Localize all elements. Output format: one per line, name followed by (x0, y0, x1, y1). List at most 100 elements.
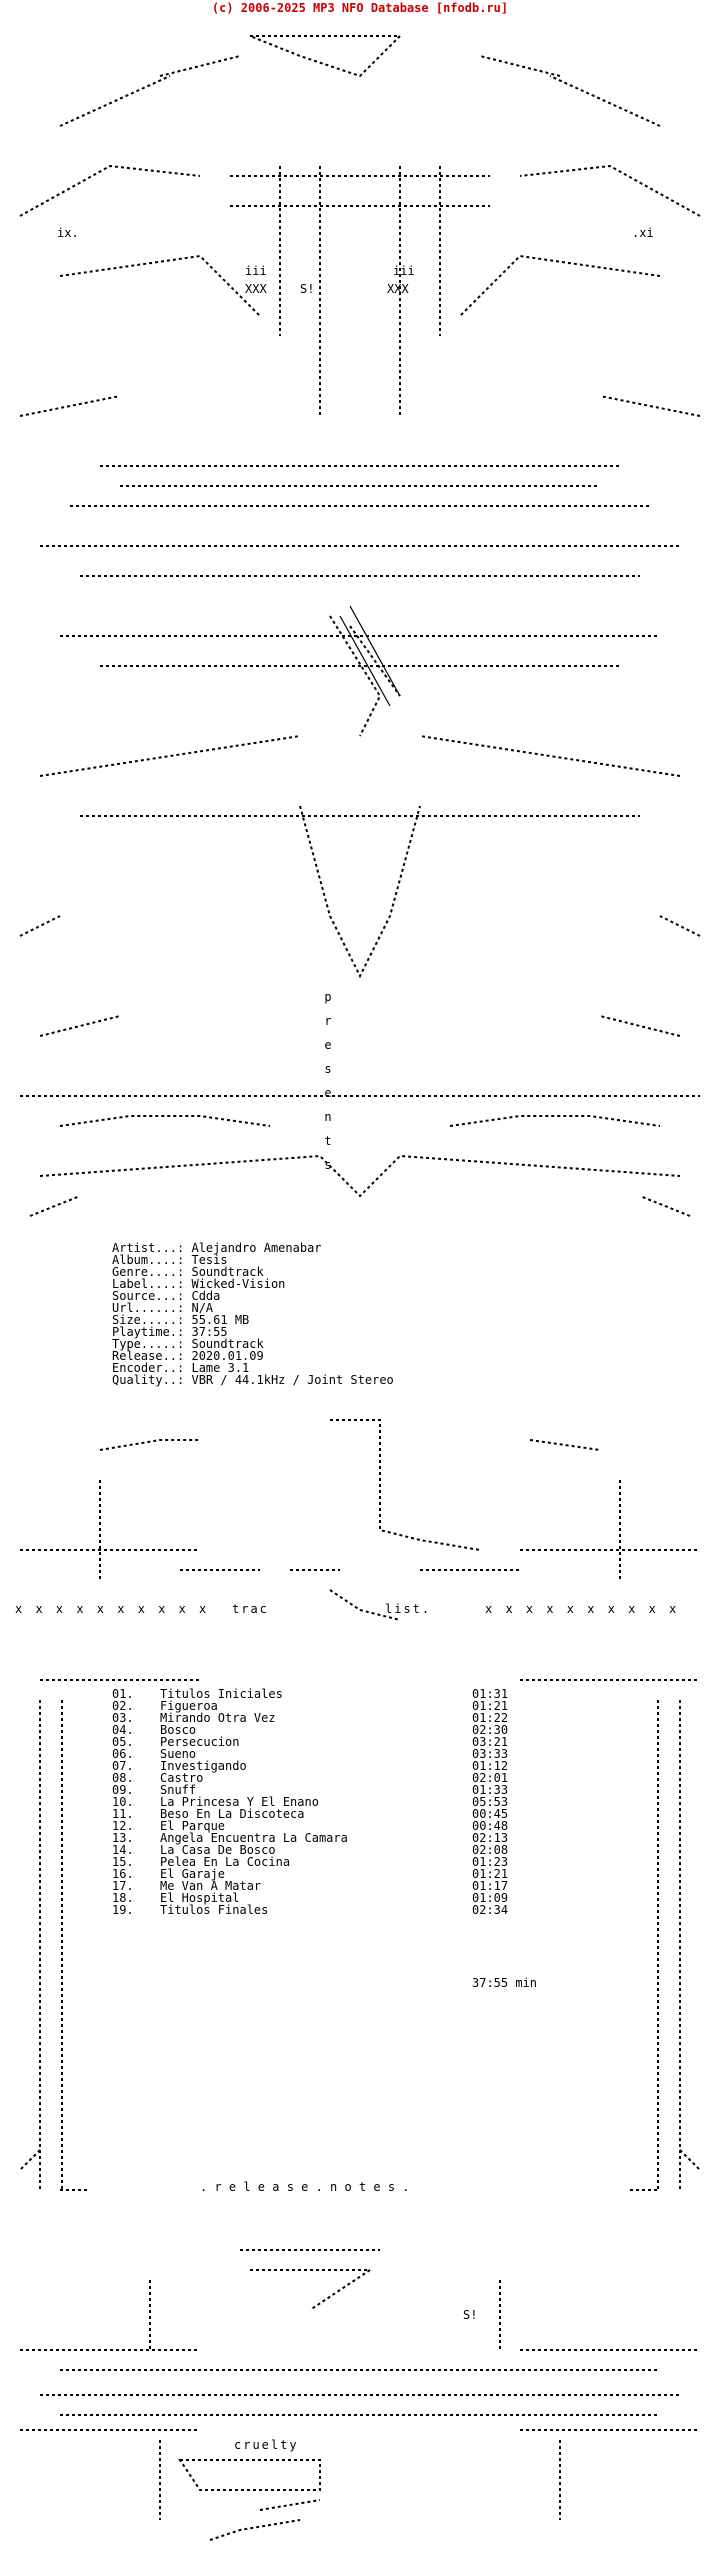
track-duration: 01:21 (472, 1867, 509, 1881)
track-title: Titulos Finales (160, 1903, 269, 1917)
track-title: Bosco (160, 1723, 197, 1737)
info-row: Playtime.: 37:55 (112, 1326, 394, 1338)
track-duration: 00:48 (472, 1819, 509, 1833)
presents-letter: e (324, 1086, 332, 1100)
footer-ascii-logo: S! cruelty (0, 2220, 720, 2556)
track-duration: 03:21 (472, 1735, 509, 1749)
release-info: Artist...: Alejandro Amenabar Album....:… (112, 1242, 394, 1386)
logo-box-right: XXX (387, 282, 409, 296)
track-row: 13. Angela Encuentra La Camara 02:13 (112, 1832, 582, 1844)
info-label: Release..: (112, 1349, 185, 1363)
track-duration: 01:17 (472, 1879, 509, 1893)
presents-letter: p (324, 990, 332, 1004)
info-value: Soundtrack (191, 1265, 264, 1279)
track-duration: 02:13 (472, 1831, 509, 1845)
info-value: Wicked-Vision (191, 1277, 286, 1291)
track-number: 09. (112, 1783, 134, 1797)
info-value: N/A (191, 1301, 214, 1315)
logo-iii-left: iii (245, 264, 267, 278)
track-number: 10. (112, 1795, 134, 1809)
info-value: 2020.01.09 (191, 1349, 264, 1363)
footer-group-name: cruelty (234, 2438, 299, 2452)
tracklist-frame-ascii: x x x x x x x x x x x x x x x x x x x x … (0, 1390, 720, 2210)
track-duration: 01:21 (472, 1699, 509, 1713)
info-value: Lame 3.1 (191, 1361, 250, 1375)
track-number: 04. (112, 1723, 134, 1737)
track-title: El Parque (160, 1819, 226, 1833)
track-duration: 05:53 (472, 1795, 509, 1809)
track-duration: 03:33 (472, 1747, 509, 1761)
info-row: Album....: Tesis (112, 1254, 394, 1266)
track-duration: 01:23 (472, 1855, 509, 1869)
top-ascii-logo: ix. .xi S! XXX XXX iii iii (0, 16, 720, 1236)
track-title: Pelea En La Cocina (160, 1855, 291, 1869)
track-duration: 01:31 (472, 1687, 509, 1701)
track-number: 19. (112, 1903, 134, 1917)
presents-vertical: p r e s e n t s (321, 985, 335, 1177)
track-title: Mirando Otra Vez (160, 1711, 276, 1725)
info-row: Genre....: Soundtrack (112, 1266, 394, 1278)
info-value: Soundtrack (191, 1337, 264, 1351)
track-number: 13. (112, 1831, 134, 1845)
info-label: Album....: (112, 1253, 185, 1267)
info-value: 55.61 MB (191, 1313, 250, 1327)
track-title: Figueroa (160, 1699, 218, 1713)
track-row: 10. La Princesa Y El Enano 05:53 (112, 1796, 582, 1808)
tracklist-heading-right: list. (385, 1602, 432, 1616)
track-title: Castro (160, 1771, 204, 1785)
info-row: Encoder..: Lame 3.1 (112, 1362, 394, 1374)
x-row-right: x x x x x x x x x x (485, 1602, 680, 1616)
info-label: Type.....: (112, 1337, 185, 1351)
info-value: Tesis (191, 1253, 228, 1267)
track-title: Beso En La Discoteca (160, 1807, 305, 1821)
info-label: Encoder..: (112, 1361, 185, 1375)
track-row: 04. Bosco 02:30 (112, 1724, 582, 1736)
presents-letter: s (324, 1062, 332, 1076)
info-label: Artist...: (112, 1241, 185, 1255)
track-number: 08. (112, 1771, 134, 1785)
track-duration: 02:01 (472, 1771, 509, 1785)
track-title: Angela Encuentra La Camara (160, 1831, 348, 1845)
info-value: 37:55 (191, 1325, 228, 1339)
track-number: 17. (112, 1879, 134, 1893)
logo-right-tag: .xi (632, 226, 654, 240)
track-duration: 02:08 (472, 1843, 509, 1857)
info-label: Label....: (112, 1277, 185, 1291)
info-row: Label....: Wicked-Vision (112, 1278, 394, 1290)
logo-box-left: XXX (245, 282, 267, 296)
logo-left-tag: ix. (57, 226, 79, 240)
track-duration: 01:09 (472, 1891, 509, 1905)
track-title: Sueno (160, 1747, 197, 1761)
info-label: Playtime.: (112, 1325, 185, 1339)
logo-iii-right: iii (393, 264, 415, 278)
track-number: 03. (112, 1711, 134, 1725)
footer-tag: S! (463, 2308, 478, 2322)
track-number: 07. (112, 1759, 134, 1773)
info-value: Cdda (191, 1289, 221, 1303)
track-title: La Casa De Bosco (160, 1843, 276, 1857)
release-notes-heading: . r e l e a s e . n o t e s . (200, 2180, 410, 2194)
tracklist-heading-left: trac (232, 1602, 269, 1616)
info-row: Size.....: 55.61 MB (112, 1314, 394, 1326)
track-number: 01. (112, 1687, 134, 1701)
info-row: Type.....: Soundtrack (112, 1338, 394, 1350)
track-duration: 02:30 (472, 1723, 509, 1737)
track-title: La Princesa Y El Enano (160, 1795, 319, 1809)
track-title: El Hospital (160, 1891, 240, 1905)
info-label: Size.....: (112, 1313, 185, 1327)
track-title: Investigando (160, 1759, 247, 1773)
info-value: VBR / 44.1kHz / Joint Stereo (191, 1373, 394, 1387)
track-number: 14. (112, 1843, 134, 1857)
track-title: El Garaje (160, 1867, 226, 1881)
presents-letter: e (324, 1038, 332, 1052)
